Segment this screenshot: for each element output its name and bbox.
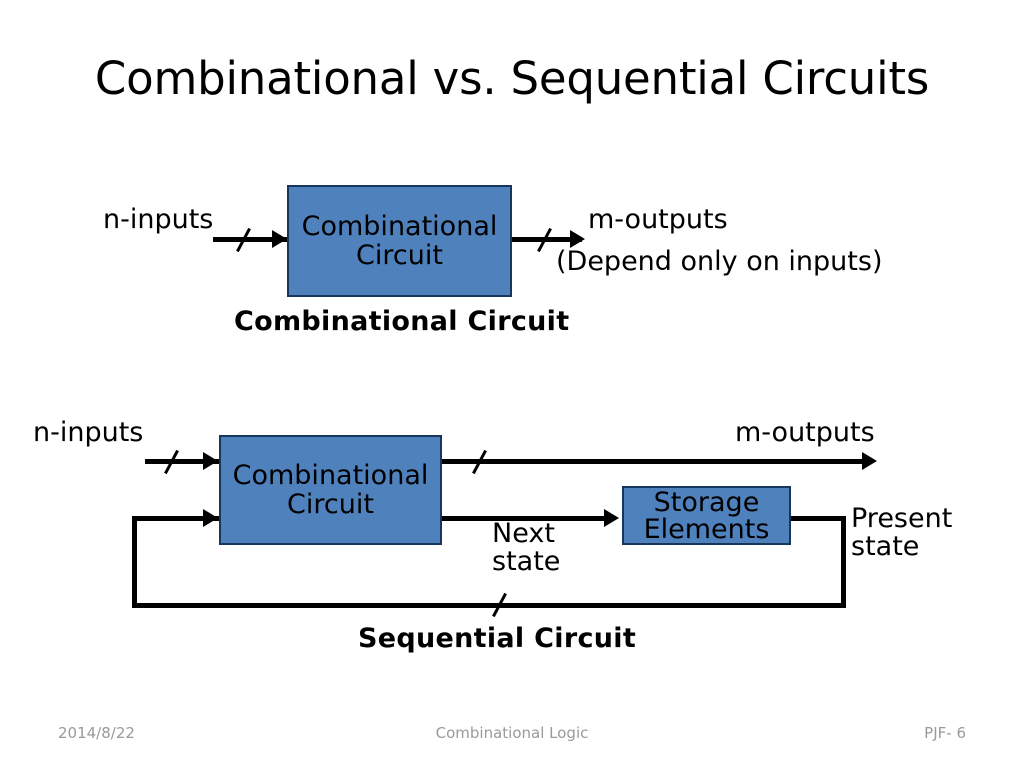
present-state-line2: state: [851, 530, 920, 562]
next-state-line2: state: [492, 545, 561, 577]
sequential-output-wire: [442, 459, 866, 464]
sequential-output-arrowhead: [862, 452, 877, 470]
sequential-input-label: n-inputs: [33, 417, 144, 448]
combinational-output-arrowhead: [570, 230, 585, 248]
slide-footer: 2014/8/22 Combinational Logic PJF- 6: [0, 724, 1024, 744]
combinational-block-line2: Circuit: [356, 240, 443, 271]
combinational-circuit-block[interactable]: Combinational Circuit: [287, 185, 512, 297]
storage-elements-block[interactable]: Storage Elements: [622, 486, 791, 545]
storage-line1: Storage: [653, 486, 760, 518]
combinational-input-wire: [213, 237, 288, 242]
feedback-wire-left-vertical: [132, 516, 137, 608]
combinational-input-arrowhead: [272, 230, 287, 248]
combinational-output-wire: [512, 237, 582, 242]
footer-page-number: PJF- 6: [924, 724, 966, 742]
combinational-block-line1: Combinational: [301, 210, 498, 242]
sequential-output-label: m-outputs: [735, 417, 875, 448]
next-state-line1: Next: [492, 518, 555, 549]
sequential-combinational-block[interactable]: Combinational Circuit: [219, 435, 442, 545]
next-state-label: Next state: [492, 520, 560, 575]
combinational-block-text: Combinational Circuit: [302, 212, 498, 270]
feedback-wire-right-vertical: [841, 516, 846, 608]
sequential-block-line2: Circuit: [287, 489, 374, 520]
sequential-input-wire: [145, 459, 219, 464]
feedback-wire-top-right: [791, 516, 846, 521]
storage-line2: Elements: [643, 513, 770, 545]
combinational-diagram-caption: Combinational Circuit: [234, 306, 570, 337]
footer-subject: Combinational Logic: [435, 724, 589, 742]
feedback-wire-into-block: [132, 516, 219, 521]
sequential-block-text: Combinational Circuit: [233, 461, 429, 519]
sequential-diagram-caption: Sequential Circuit: [358, 623, 637, 654]
page-title: Combinational vs. Sequential Circuits: [94, 52, 930, 105]
sequential-input-arrowhead: [203, 452, 218, 470]
combinational-output-note: (Depend only on inputs): [556, 246, 883, 277]
present-state-label: Present state: [851, 505, 952, 560]
sequential-block-line1: Combinational: [232, 459, 429, 491]
present-state-line1: Present: [851, 503, 953, 534]
combinational-output-label: m-outputs: [588, 204, 728, 235]
next-state-arrowhead: [604, 509, 619, 527]
footer-date: 2014/8/22: [58, 724, 135, 742]
next-state-wire: [442, 516, 608, 521]
feedback-arrowhead: [203, 509, 218, 527]
storage-elements-text: Storage Elements: [644, 489, 770, 543]
feedback-wire-bottom: [132, 603, 846, 608]
combinational-input-label: n-inputs: [103, 204, 214, 235]
